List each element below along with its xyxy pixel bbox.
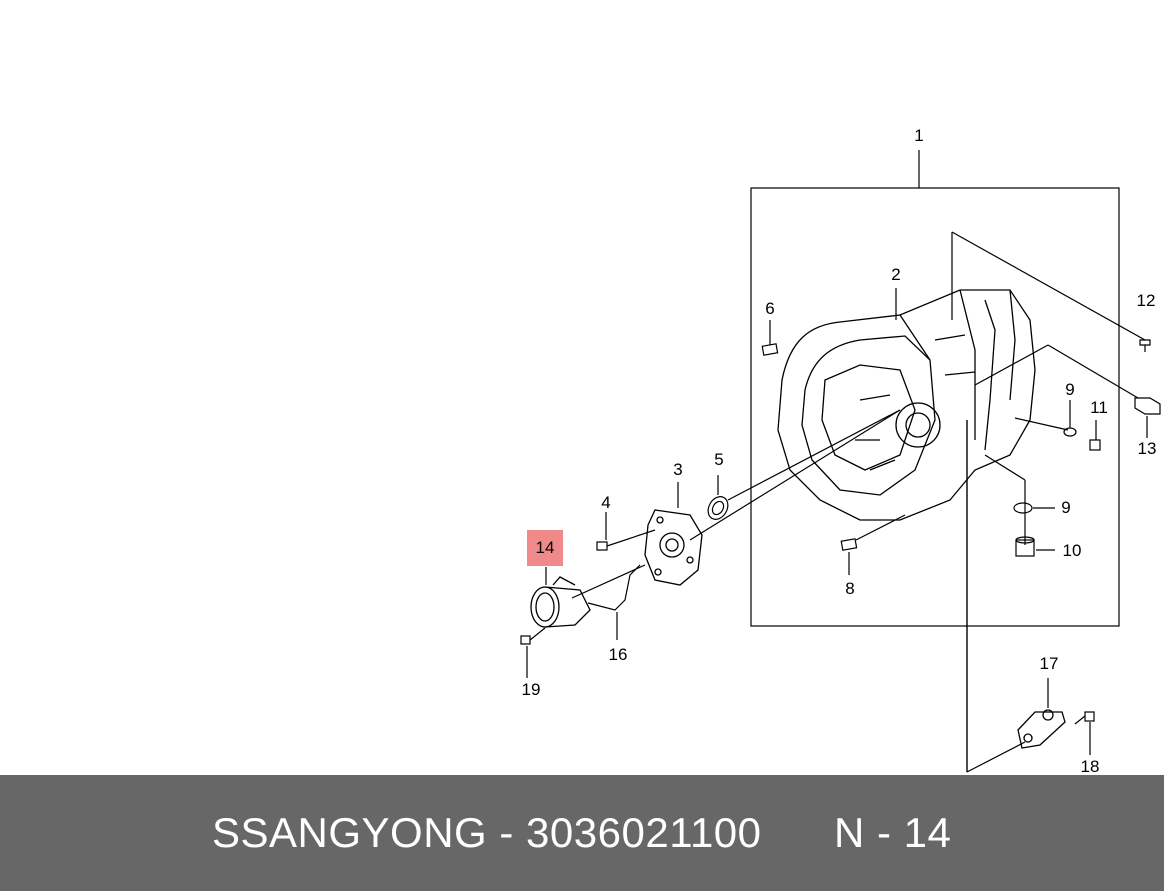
callout-10: 10: [1062, 541, 1082, 560]
o-ring-part-9b: [1013, 502, 1033, 514]
bolt-part-19: [520, 627, 546, 645]
callout-19: 19: [521, 680, 541, 699]
callout-4: 4: [601, 493, 611, 512]
callout-18: 18: [1080, 757, 1100, 776]
callout-5: 5: [714, 450, 724, 469]
callout-16: 16: [608, 645, 628, 664]
callout-11: 11: [1090, 398, 1108, 417]
o-ring-part-9a: [1063, 427, 1077, 437]
transmission-housing: [777, 289, 1036, 521]
part-number-title: SSANGYONG - 3036021100: [212, 809, 762, 856]
bolt-part-18: [1074, 711, 1095, 725]
pipe-part-16: [587, 564, 641, 611]
exploded-view-drawing: [520, 150, 1161, 773]
bolt-part-11: [1089, 420, 1101, 451]
bracket-part-17: [1017, 709, 1066, 749]
callout-12: 12: [1136, 291, 1156, 310]
bolt-part-12: [1139, 339, 1151, 352]
callout-3: 3: [673, 460, 683, 479]
callout-6: 6: [765, 299, 775, 318]
callout-2: 2: [891, 265, 901, 284]
plug-part-10: [1015, 536, 1035, 557]
parts-diagram: 1 2 3 4 5 6 8 9 9 10 11 12 13 14 16 17 1…: [520, 126, 1161, 776]
callout-17: 17: [1039, 654, 1059, 673]
dowel-pin-part-6: [761, 343, 779, 356]
callout-9b: 9: [1061, 498, 1071, 517]
footer-banner: SSANGYONG - 3036021100 N - 14: [0, 775, 1164, 891]
callout-1: 1: [914, 126, 924, 145]
dowel-pin-part-8: [840, 538, 858, 551]
callout-14-highlighted: 14: [527, 530, 563, 566]
callout-9a: 9: [1065, 380, 1075, 399]
callout-8: 8: [845, 579, 855, 598]
bolt-part-4: [596, 529, 656, 551]
sensor-part-13: [1134, 397, 1161, 415]
callout-13: 13: [1137, 439, 1157, 458]
assembly-frame: [750, 187, 1120, 627]
bearing-retainer-part-3: [644, 509, 703, 586]
release-cylinder-part-14: [530, 576, 591, 628]
diagram-reference: N - 14: [834, 809, 952, 856]
oil-seal-part-5: [707, 496, 729, 520]
